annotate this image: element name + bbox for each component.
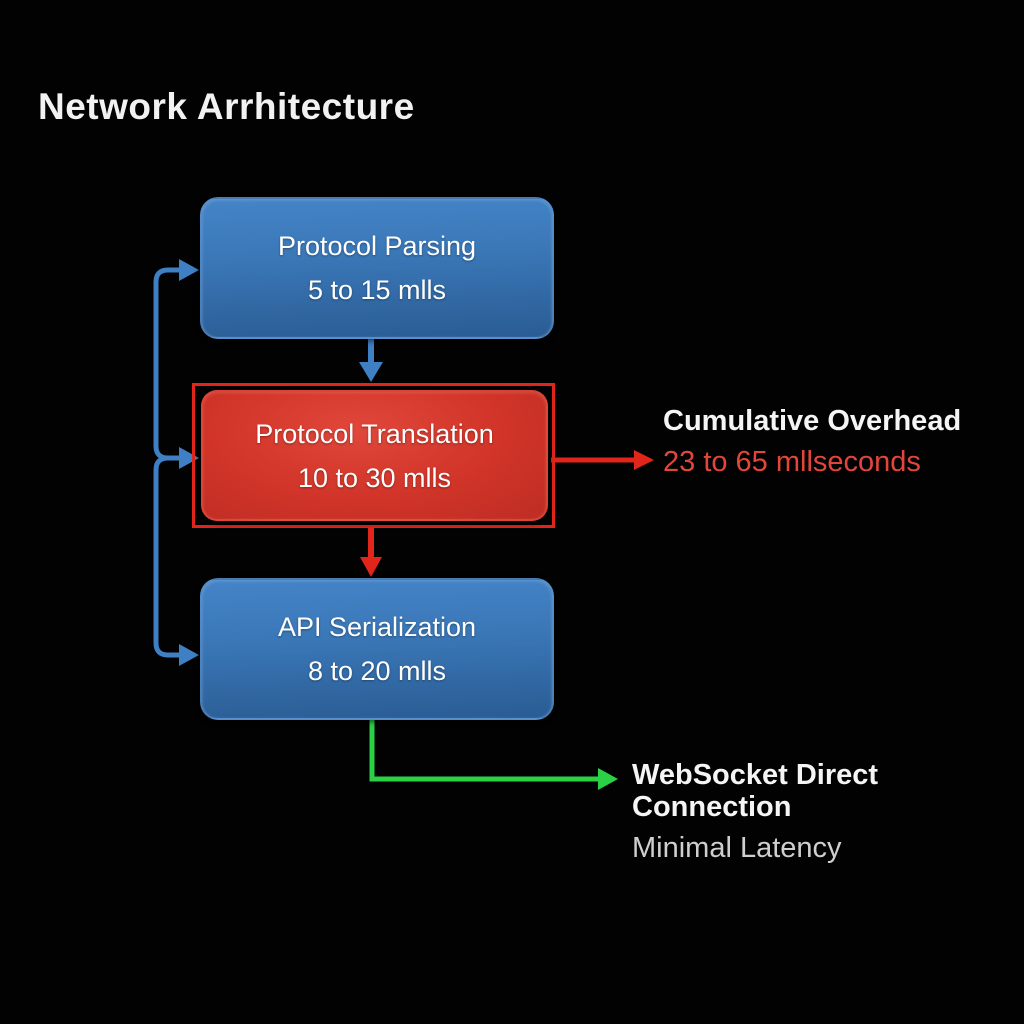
loop-bracket-connector xyxy=(153,267,181,658)
node-latency-value: 5 to 15 mlls xyxy=(307,275,447,305)
node-label: API Serialization xyxy=(277,612,477,642)
node-protocol-translation: Protocol Translation 10 to 30 mlls xyxy=(201,390,548,521)
node-label: Protocol Translation xyxy=(255,418,494,449)
annotation-value: 23 to 65 mllseconds xyxy=(663,446,921,478)
node-latency-value: 10 to 30 mlls xyxy=(297,462,452,493)
annotation-title: Cumulative Overhead xyxy=(663,405,962,437)
arrow-parsing-to-translation xyxy=(359,336,383,382)
node-api-serialization: API Serialization 8 to 20 mlls xyxy=(200,578,554,720)
arrow-to-websocket xyxy=(369,716,618,790)
arrow-to-cumulative-overhead xyxy=(551,450,654,470)
annotation-websocket-direct: WebSocket Direct Connection Minimal Late… xyxy=(632,759,1024,864)
node-latency-value: 8 to 20 mlls xyxy=(307,656,447,686)
bottleneck-highlight-frame xyxy=(192,383,555,528)
node-label: Protocol Parsing xyxy=(277,231,477,261)
annotation-value: Minimal Latency xyxy=(632,832,842,864)
annotation-cumulative-overhead: Cumulative Overhead 23 to 65 mllseconds xyxy=(663,405,961,478)
node-protocol-parsing: Protocol Parsing 5 to 15 mlls xyxy=(200,197,554,339)
arrow-translation-to-serialization xyxy=(360,525,382,577)
page-title: Network Arrhitecture xyxy=(38,86,415,127)
annotation-title: WebSocket Direct Connection xyxy=(632,759,879,823)
